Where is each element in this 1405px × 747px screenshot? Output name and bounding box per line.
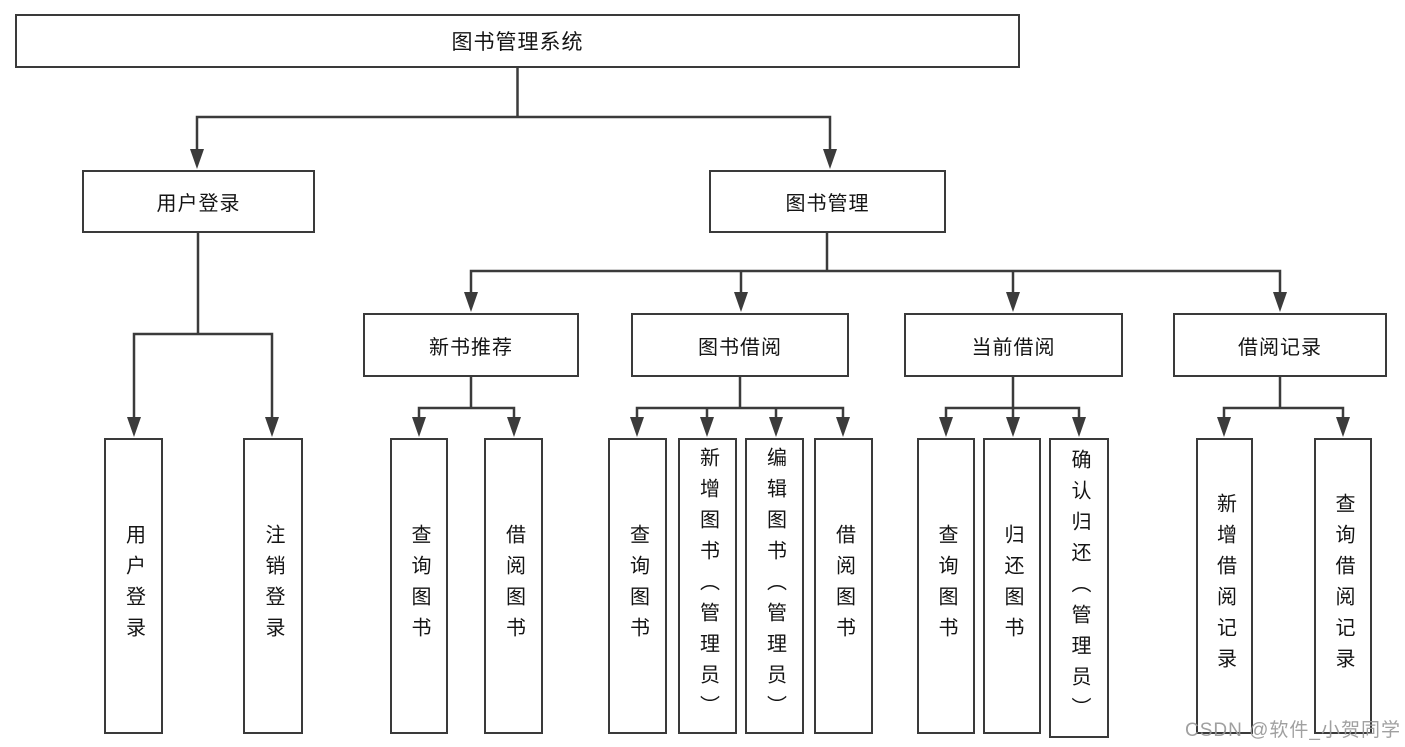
- connector-new-books-children: [412, 377, 521, 437]
- node-user-login: 用户登录: [82, 170, 315, 233]
- leaf-logout: 注销登录: [243, 438, 303, 734]
- connector-root-to-level2: [190, 68, 837, 169]
- leaf-confirm-return-admin: 确认归还（管理员）: [1049, 438, 1109, 738]
- leaf-add-borrow-record: 新增借阅记录: [1196, 438, 1253, 734]
- connector-current-borrow-children: [939, 377, 1086, 437]
- connector-book-borrow-children: [630, 377, 850, 437]
- node-borrow-records: 借阅记录: [1173, 313, 1387, 377]
- leaf-recommend-borrow-books-label: 借阅图书: [502, 524, 525, 648]
- node-book-management-label: 图书管理: [785, 193, 870, 215]
- connector-book-mgmt-children: [464, 233, 1287, 312]
- leaf-logout-label: 注销登录: [262, 524, 284, 648]
- leaf-add-books-admin: 新增图书（管理员）: [678, 438, 737, 734]
- leaf-edit-books-admin-label: 编辑图书（管理员）: [763, 446, 786, 726]
- leaf-user-login-label: 用户登录: [122, 524, 145, 648]
- node-library-system-label: 图书管理系统: [451, 31, 584, 54]
- csdn-watermark: CSDN @软件_小贺同学: [1185, 720, 1401, 741]
- leaf-edit-books-admin: 编辑图书（管理员）: [745, 438, 804, 734]
- leaf-query-borrow-record: 查询借阅记录: [1314, 438, 1372, 734]
- leaf-return-books-label: 归还图书: [1001, 524, 1023, 648]
- node-current-borrow: 当前借阅: [904, 313, 1123, 377]
- connector-user-login-children: [127, 233, 279, 437]
- leaf-borrow-query-books: 查询图书: [608, 438, 667, 734]
- node-book-management: 图书管理: [709, 170, 946, 233]
- leaf-add-borrow-record-label: 新增借阅记录: [1213, 493, 1236, 679]
- leaf-recommend-query-books: 查询图书: [390, 438, 448, 734]
- node-new-book-recommend-label: 新书推荐: [429, 336, 513, 359]
- leaf-add-books-admin-label: 新增图书（管理员）: [696, 446, 719, 726]
- leaf-recommend-borrow-books: 借阅图书: [484, 438, 543, 734]
- node-new-book-recommend: 新书推荐: [363, 313, 579, 377]
- leaf-query-borrow-record-label: 查询借阅记录: [1332, 493, 1354, 679]
- leaf-borrow-books-label: 借阅图书: [832, 524, 855, 648]
- leaf-current-query-books: 查询图书: [917, 438, 975, 734]
- connector-borrow-records-children: [1217, 377, 1350, 437]
- leaf-borrow-books: 借阅图书: [814, 438, 873, 734]
- leaf-confirm-return-admin-label: 确认归还（管理员）: [1068, 448, 1090, 728]
- leaf-recommend-query-books-label: 查询图书: [408, 524, 430, 648]
- leaf-user-login: 用户登录: [104, 438, 163, 734]
- leaf-current-query-books-label: 查询图书: [935, 524, 957, 648]
- leaf-borrow-query-books-label: 查询图书: [626, 524, 649, 648]
- leaf-return-books: 归还图书: [983, 438, 1041, 734]
- node-borrow-records-label: 借阅记录: [1238, 336, 1322, 359]
- node-user-login-label: 用户登录: [156, 193, 241, 215]
- node-book-borrow: 图书借阅: [631, 313, 849, 377]
- node-library-system: 图书管理系统: [15, 14, 1020, 68]
- node-current-borrow-label: 当前借阅: [971, 336, 1056, 359]
- node-book-borrow-label: 图书借阅: [698, 336, 782, 359]
